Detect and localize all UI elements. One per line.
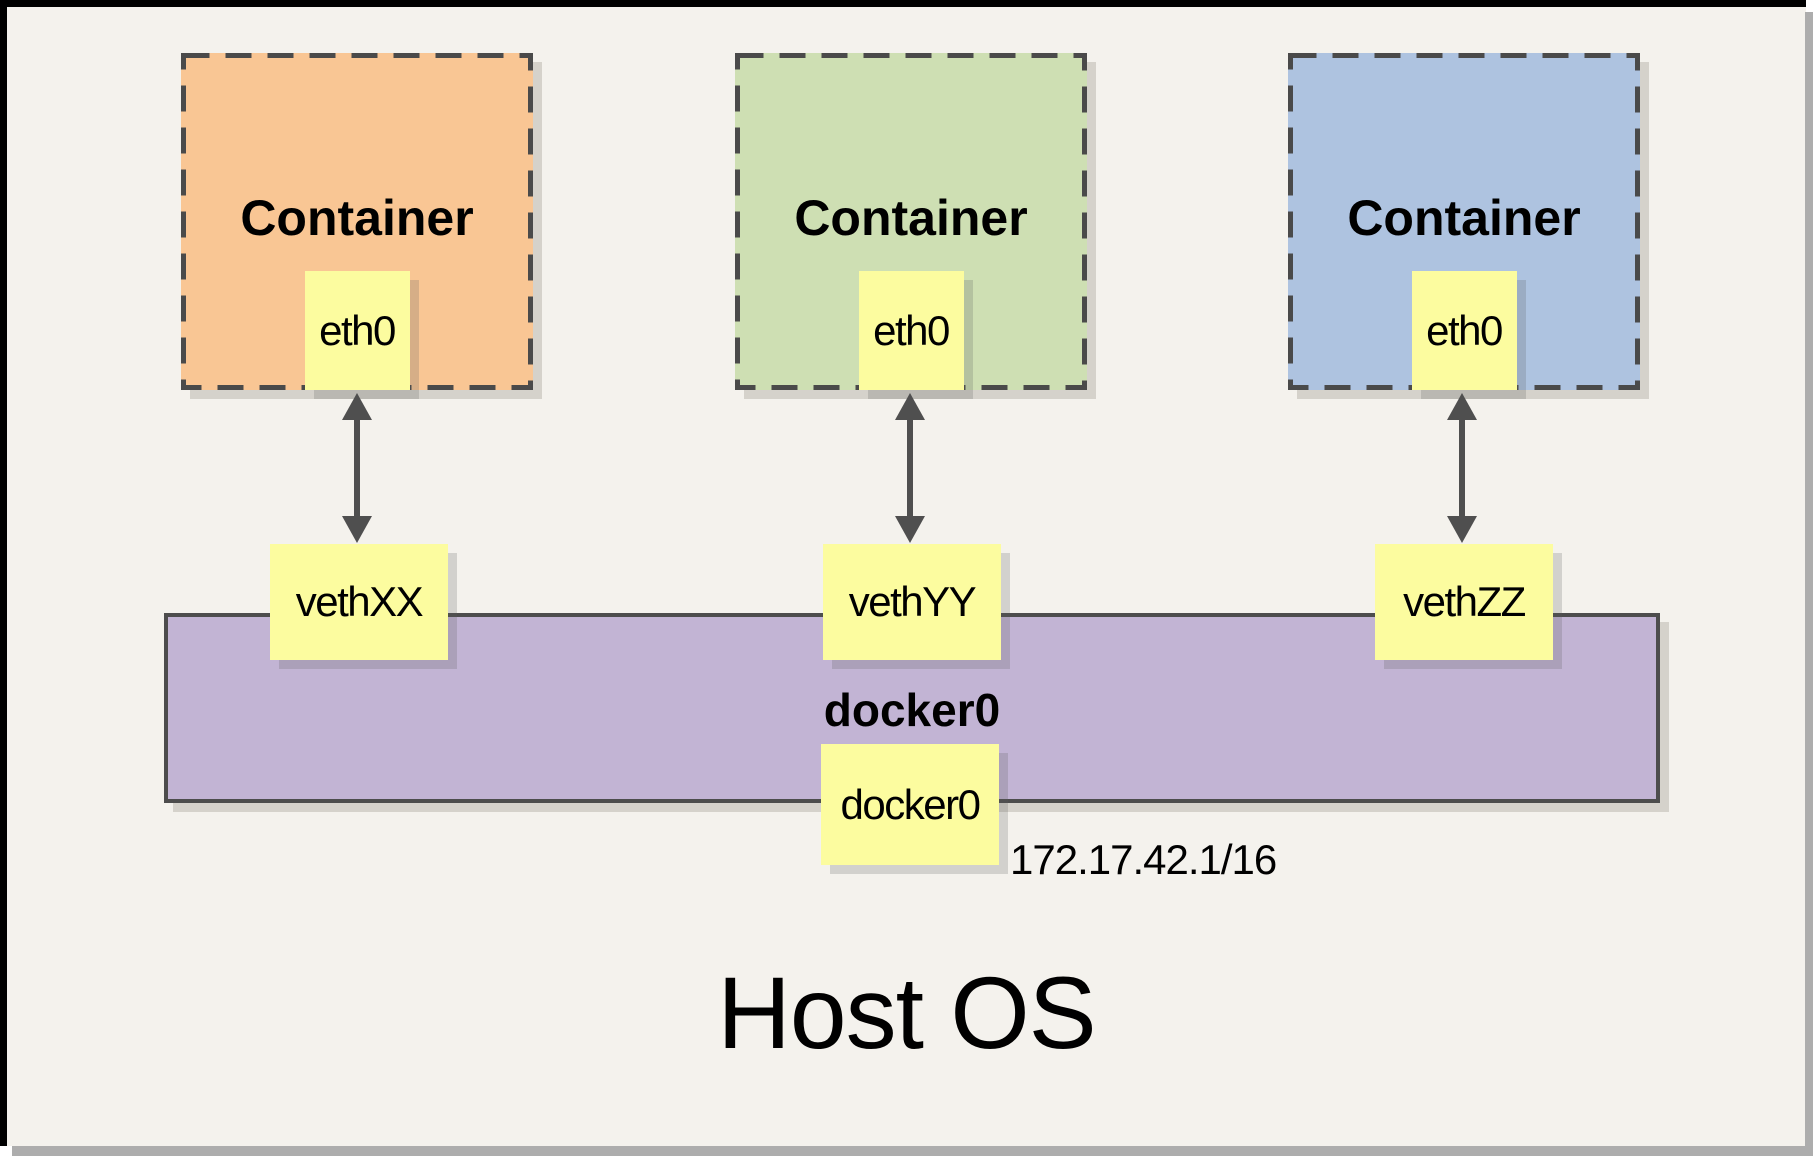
double-arrow-icon-2 (895, 393, 925, 543)
container-title: Container (240, 190, 474, 246)
arrow-shaft (907, 420, 913, 516)
host-os-title: Host OS (717, 956, 1096, 1070)
double-arrow-icon-3 (1447, 393, 1477, 543)
container-box-2: Container eth0 (735, 53, 1087, 390)
container-box-3: Container eth0 (1288, 53, 1640, 390)
frame-shadow-right (1805, 12, 1813, 1156)
vethxx-note: vethXX (270, 544, 448, 660)
eth0-note-1: eth0 (304, 271, 410, 390)
frame-border-top (0, 0, 1806, 7)
arrowhead-up (342, 393, 372, 420)
arrow-shaft (1459, 420, 1465, 516)
frame-border-left (0, 0, 7, 1146)
docker0-bridge-label: docker0 (823, 684, 1001, 736)
container-title: Container (794, 190, 1028, 246)
vethzz-note: vethZZ (1375, 544, 1553, 660)
arrowhead-down (1447, 516, 1477, 543)
container-box-1: Container eth0 (181, 53, 533, 390)
bridge-ip-label: 172.17.42.1/16 (1010, 836, 1277, 883)
double-arrow-icon-1 (342, 393, 372, 543)
arrow-shaft (354, 420, 360, 516)
eth0-note-3: eth0 (1411, 271, 1517, 390)
docker0-interface-note: docker0 (821, 744, 999, 865)
arrowhead-up (1447, 393, 1477, 420)
arrowhead-down (895, 516, 925, 543)
eth0-note-2: eth0 (858, 271, 964, 390)
arrowhead-down (342, 516, 372, 543)
frame-shadow-bottom (12, 1146, 1813, 1156)
container-title: Container (1347, 190, 1581, 246)
arrowhead-up (895, 393, 925, 420)
vethyy-note: vethYY (823, 544, 1001, 660)
